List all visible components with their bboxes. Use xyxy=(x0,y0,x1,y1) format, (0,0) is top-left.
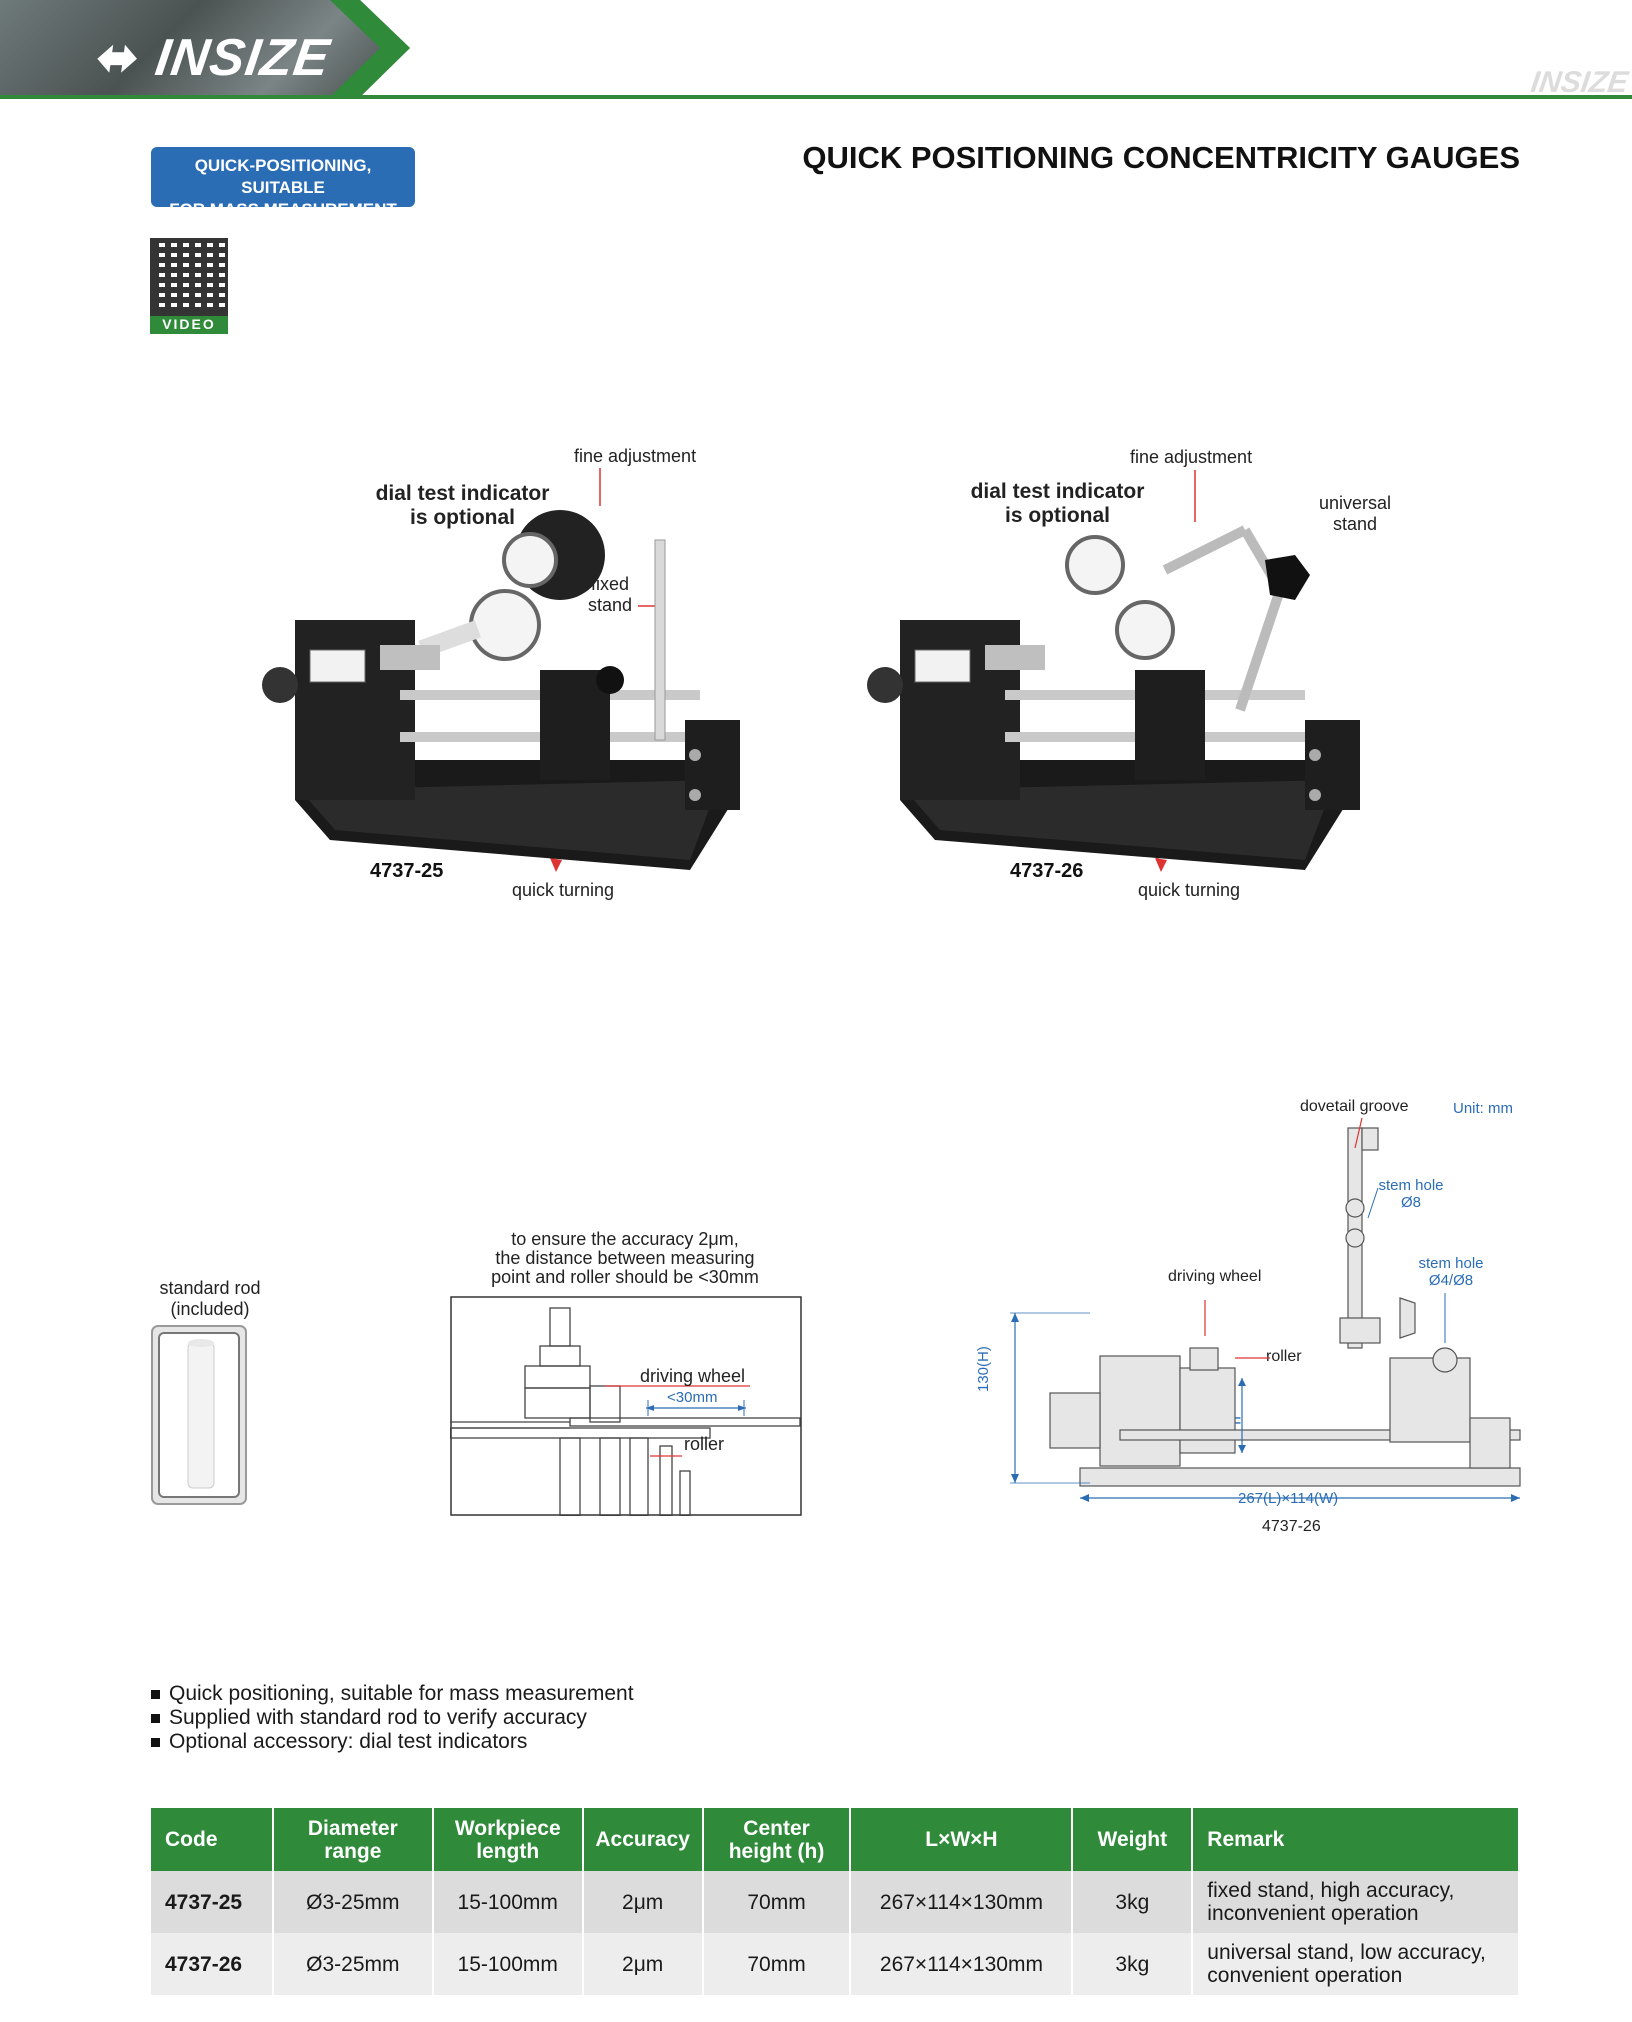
left-fixed-stand-label: fixed stand xyxy=(580,574,640,616)
stem-hole-right-line2: Ø4/Ø8 xyxy=(1428,1272,1474,1289)
product-photo-4737-25 xyxy=(262,468,740,872)
dimension-model-label: 4737-26 xyxy=(1262,1518,1321,1535)
stem-hole-right-label: stem hole Ø4/Ø8 xyxy=(1411,1255,1491,1289)
feature-tag-line2: FOR MASS MEASUREMENT xyxy=(169,200,397,219)
video-qr-code[interactable]: VIDEO xyxy=(150,238,228,334)
header-code: Code xyxy=(151,1808,274,1871)
accuracy-diagram xyxy=(450,1296,802,1516)
cell-remark: fixed stand, high accuracy,inconvenient … xyxy=(1192,1871,1520,1933)
left-indicator-note: dial test indicator is optional xyxy=(360,482,565,530)
page-header: ⬌ INSIZE INSIZE xyxy=(0,0,1632,100)
stem-hole-top-line1: stem hole xyxy=(1378,1177,1444,1194)
cell-accuracy: 2μm xyxy=(582,1933,704,1995)
accuracy-roller-label: roller xyxy=(684,1434,725,1454)
cell-length: 15-100mm xyxy=(432,1933,584,1995)
accuracy-distance-label: <30mm xyxy=(667,1389,718,1406)
right-fine-adjustment-label: fine adjustment xyxy=(1130,447,1253,467)
dimension-roller-label: roller xyxy=(1266,1348,1302,1365)
left-quick-turning-label: quick turning xyxy=(512,880,615,900)
left-model-number: 4737-25 xyxy=(370,860,444,882)
header-dimensions: L×W×H xyxy=(850,1808,1074,1871)
right-quick-turning-label: quick turning xyxy=(1138,880,1241,900)
right-universal-stand-line2: stand xyxy=(1332,514,1378,534)
header-weight: Weight xyxy=(1072,1808,1194,1871)
stem-hole-top-label: stem hole Ø8 xyxy=(1376,1177,1446,1211)
right-indicator-line1: dial test indicator xyxy=(970,480,1145,503)
product-photo-4737-26 xyxy=(867,470,1360,872)
feature-list-item: Quick positioning, suitable for mass mea… xyxy=(151,1682,634,1706)
dovetail-groove-label: dovetail groove xyxy=(1300,1098,1409,1115)
brand-logo[interactable]: ⬌ INSIZE xyxy=(91,29,334,87)
cell-dimensions: 267×114×130mm xyxy=(850,1933,1074,1995)
cell-dimensions: 267×114×130mm xyxy=(850,1871,1074,1933)
header-divider xyxy=(0,95,1632,99)
cell-weight: 3kg xyxy=(1072,1933,1194,1995)
feature-list-item: Supplied with standard rod to verify acc… xyxy=(151,1706,634,1730)
header-banner-image xyxy=(0,0,410,97)
table-row: 4737-26 Ø3-25mm 15-100mm 2μm 70mm 267×11… xyxy=(151,1933,1520,1995)
brand-watermark: INSIZE xyxy=(1529,66,1631,99)
left-indicator-line1: dial test indicator xyxy=(375,482,550,505)
qr-code-icon xyxy=(150,238,228,316)
feature-tag-line1: QUICK-POSITIONING, SUITABLE xyxy=(194,156,372,197)
cell-center-height: 70mm xyxy=(702,1871,852,1933)
cell-code: 4737-26 xyxy=(151,1933,274,1995)
stem-hole-right-line1: stem hole xyxy=(1418,1255,1484,1272)
right-model-number: 4737-26 xyxy=(1010,860,1084,882)
brand-logo-text: INSIZE xyxy=(151,29,334,87)
left-fine-adjustment-label: fine adjustment xyxy=(574,446,697,466)
accuracy-note: to ensure the accuracy 2μm, the distance… xyxy=(445,1230,805,1287)
standard-rod-label: standard rod (included) xyxy=(140,1278,280,1320)
cell-diameter: Ø3-25mm xyxy=(272,1933,434,1995)
accuracy-note-line1: to ensure the accuracy 2μm, xyxy=(511,1229,739,1249)
page-title: QUICK POSITIONING CONCENTRICITY GAUGES xyxy=(802,140,1520,175)
right-indicator-line2: is optional xyxy=(1005,504,1110,527)
feature-list: Quick positioning, suitable for mass mea… xyxy=(151,1682,634,1754)
table-row: 4737-25 Ø3-25mm 15-100mm 2μm 70mm 267×11… xyxy=(151,1871,1520,1933)
feature-tag: QUICK-POSITIONING, SUITABLE FOR MASS MEA… xyxy=(151,147,415,219)
cell-length: 15-100mm xyxy=(432,1871,584,1933)
header-accuracy: Accuracy xyxy=(582,1808,704,1871)
feature-list-item: Optional accessory: dial test indicators xyxy=(151,1730,634,1754)
standard-rod-line1: standard rod xyxy=(159,1278,261,1298)
cell-center-height: 70mm xyxy=(702,1933,852,1995)
left-fixed-stand-line1: fixed xyxy=(590,574,630,594)
standard-rod-image xyxy=(151,1325,247,1505)
right-universal-stand-line1: universal xyxy=(1318,493,1392,513)
left-indicator-line2: is optional xyxy=(410,506,515,529)
accuracy-note-line3: point and roller should be <30mm xyxy=(491,1267,759,1287)
cell-diameter: Ø3-25mm xyxy=(272,1871,434,1933)
dimension-diagram xyxy=(1010,1118,1521,1502)
left-fixed-stand-line2: stand xyxy=(587,595,633,615)
cell-weight: 3kg xyxy=(1072,1871,1194,1933)
accuracy-driving-wheel-label: driving wheel xyxy=(640,1366,746,1386)
qr-video-label: VIDEO xyxy=(150,316,228,334)
right-universal-stand-label: universal stand xyxy=(1310,493,1400,535)
right-indicator-note: dial test indicator is optional xyxy=(955,480,1160,528)
unit-label: Unit: mm xyxy=(1453,1100,1513,1117)
cell-remark: universal stand, low accuracy,convenient… xyxy=(1192,1933,1520,1995)
cell-accuracy: 2μm xyxy=(582,1871,704,1933)
cell-code: 4737-25 xyxy=(151,1871,274,1933)
header-remark: Remark xyxy=(1192,1808,1520,1871)
dimension-driving-wheel-label: driving wheel xyxy=(1168,1268,1262,1285)
stem-hole-top-line2: Ø8 xyxy=(1400,1194,1421,1211)
accuracy-note-line2: the distance between measuring xyxy=(495,1248,755,1268)
standard-rod-line2: (included) xyxy=(170,1299,250,1319)
